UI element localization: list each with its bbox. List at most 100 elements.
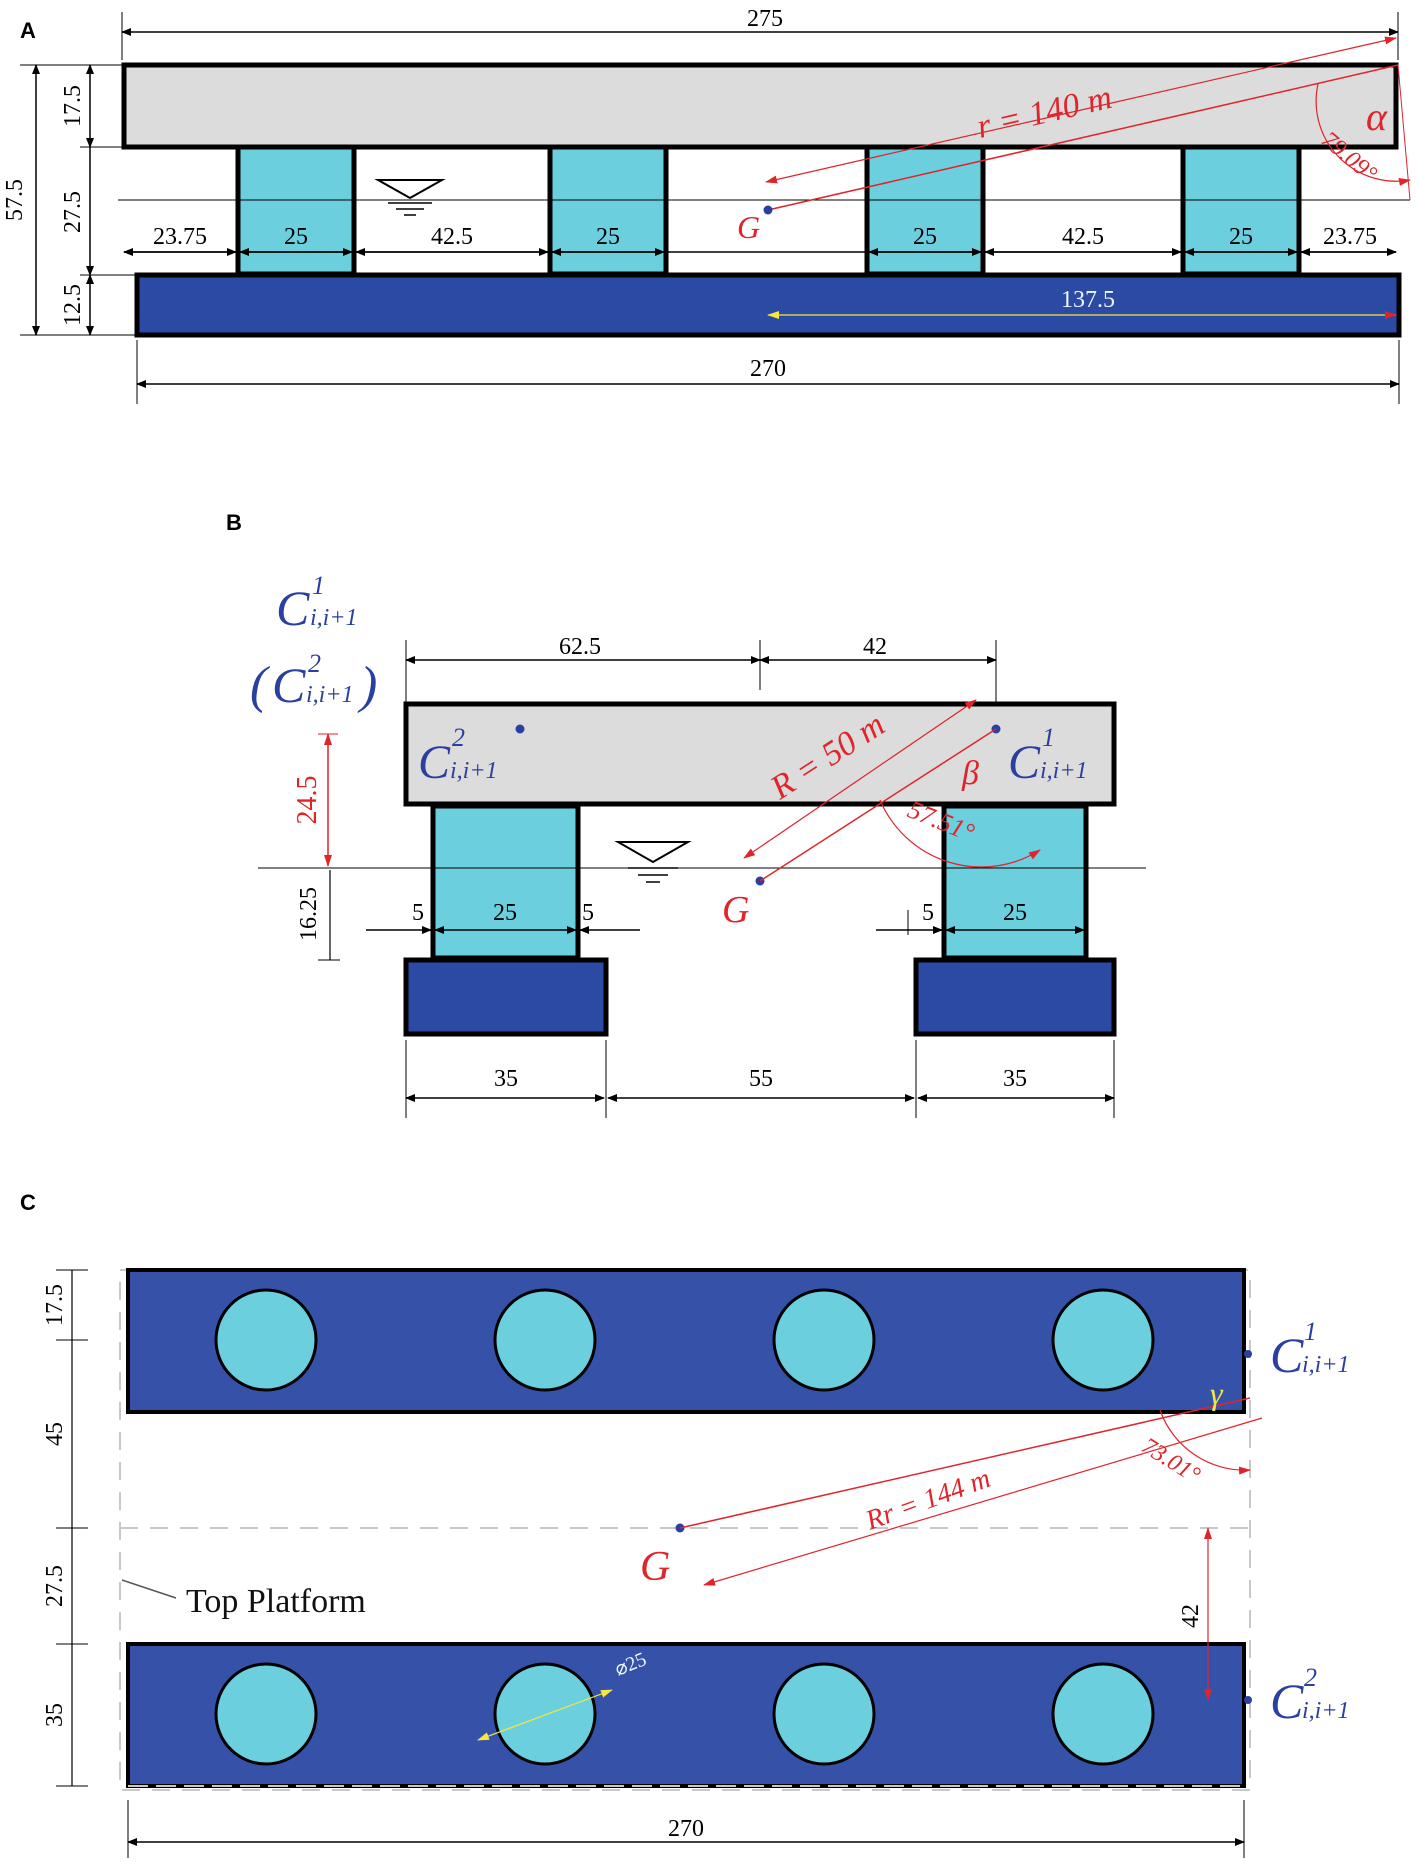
column-1 bbox=[235, 144, 357, 277]
deck bbox=[121, 62, 1399, 150]
dim-b-bottom-right: 35 bbox=[1003, 1066, 1027, 1092]
legend-c2-sup: 2 bbox=[308, 649, 321, 678]
dim-b-gap-r1: 5 bbox=[922, 900, 934, 926]
top-platform-leader bbox=[121, 1579, 177, 1599]
c-radius-line bbox=[679, 1397, 1251, 1529]
dim-gap-end-right: 23.75 bbox=[1323, 224, 1377, 250]
c-column bbox=[493, 1662, 597, 1766]
c-c2-sub: i,i+1 bbox=[1302, 1698, 1350, 1724]
legend-c2-sub: i,i+1 bbox=[306, 682, 354, 708]
b-c1-sup: 1 bbox=[1042, 723, 1055, 752]
dim-c-17-5: 17.5 bbox=[42, 1284, 68, 1326]
dim-c-45: 45 bbox=[42, 1422, 68, 1446]
c-c1-main: C bbox=[1270, 1327, 1304, 1383]
c-column bbox=[214, 1288, 318, 1392]
c-angle-symbol: γ bbox=[1210, 1375, 1224, 1411]
column-4 bbox=[1180, 144, 1302, 277]
top-platform-outline bbox=[119, 1269, 1251, 1791]
dim-top-width: 275 bbox=[747, 6, 783, 32]
c-column bbox=[214, 1662, 318, 1766]
dim-b-height-upper: 24.5 bbox=[292, 776, 323, 825]
c-c1-point bbox=[1244, 1350, 1252, 1358]
dim-c-42: 42 bbox=[1178, 1604, 1204, 1628]
legend-c1: C 1 i,i+1 bbox=[276, 571, 358, 636]
c-angle-arc bbox=[1159, 1409, 1251, 1475]
c-c1-sub: i,i+1 bbox=[1302, 1352, 1350, 1378]
c-c2-main: C bbox=[1270, 1673, 1304, 1729]
dim-b-col-l: 25 bbox=[493, 900, 517, 926]
b-angle-symbol: β bbox=[961, 755, 979, 792]
c-c2-point bbox=[1244, 1696, 1252, 1704]
c-column bbox=[493, 1288, 597, 1392]
legend-paren-open: ( bbox=[250, 657, 270, 714]
panel-a-label: A bbox=[20, 18, 36, 43]
water-level-icon bbox=[374, 179, 446, 216]
top-platform-label: Top Platform bbox=[186, 1583, 366, 1620]
angle-symbol: α bbox=[1366, 94, 1388, 139]
c-column bbox=[772, 1288, 876, 1392]
dim-gap-inner-left: 42.5 bbox=[431, 224, 473, 250]
panel-c-label: C bbox=[20, 1190, 36, 1215]
dim-b-bottom-mid: 55 bbox=[749, 1066, 773, 1092]
c-angle-value: 73.01° bbox=[1137, 1433, 1205, 1489]
dim-deck-thickness: 17.5 bbox=[60, 85, 86, 127]
c-radius-label: Rr = 144 m bbox=[861, 1463, 995, 1537]
dim-c-27-5: 27.5 bbox=[42, 1565, 68, 1607]
column-3 bbox=[864, 144, 986, 277]
c-column bbox=[1051, 1288, 1155, 1392]
column-2 bbox=[547, 144, 669, 277]
dim-col1: 25 bbox=[284, 224, 308, 250]
dim-col3: 25 bbox=[913, 224, 937, 250]
dim-b-top-left: 62.5 bbox=[559, 634, 601, 660]
radius-dim-line bbox=[765, 36, 1397, 184]
dim-b-bottom-left: 35 bbox=[494, 1066, 518, 1092]
b-radius-dim-line bbox=[743, 699, 977, 859]
dim-bottom-width: 270 bbox=[750, 356, 786, 382]
diameter-dim-line bbox=[477, 1689, 613, 1741]
legend-c2: ( C 2 i,i+1 ) bbox=[250, 649, 377, 714]
b-c1-sub: i,i+1 bbox=[1040, 758, 1088, 784]
cg-label: G bbox=[737, 209, 760, 245]
b-water-level-icon bbox=[614, 841, 692, 883]
legend-c1-sup: 1 bbox=[312, 571, 325, 600]
c-c1-sup: 1 bbox=[1304, 1317, 1317, 1346]
c-column bbox=[772, 1662, 876, 1766]
dim-col2: 25 bbox=[596, 224, 620, 250]
dim-b-top-right: 42 bbox=[863, 634, 887, 660]
legend-c1-sub: i,i+1 bbox=[310, 605, 358, 631]
dim-column-height: 27.5 bbox=[60, 191, 86, 233]
dim-c-35: 35 bbox=[42, 1703, 68, 1727]
pontoon bbox=[134, 272, 1402, 338]
dim-b-gap-l1: 5 bbox=[412, 900, 424, 926]
dim-gap-inner-right: 42.5 bbox=[1062, 224, 1104, 250]
b-column-left bbox=[430, 803, 581, 961]
legend-c2-main: C bbox=[272, 657, 306, 713]
legend-c1-main: C bbox=[276, 580, 310, 636]
dim-b-height-lower: 16.25 bbox=[296, 887, 322, 941]
b-c1-main: C bbox=[1008, 736, 1041, 789]
c-c2-sup: 2 bbox=[1304, 1663, 1317, 1692]
b-c2-point bbox=[515, 724, 525, 734]
dim-pontoon-thickness: 12.5 bbox=[60, 284, 86, 326]
b-c2-sup: 2 bbox=[452, 723, 465, 752]
dim-b-col-r: 25 bbox=[1003, 900, 1027, 926]
c-cg-label: G bbox=[640, 1544, 670, 1590]
panel-c: C ⌀25 17.5 45 27.5 35 Top Plat bbox=[20, 1190, 1350, 1858]
dim-height-total: 57.5 bbox=[2, 179, 28, 221]
dim-half-width: 137.5 bbox=[1061, 287, 1115, 313]
panel-b: B C 1 i,i+1 ( C 2 i,i+1 ) 62.5 42 bbox=[226, 510, 1146, 1118]
legend-paren-close: ) bbox=[357, 657, 377, 714]
dim-c-width: 270 bbox=[668, 1816, 704, 1842]
b-angle-arc bbox=[879, 799, 1041, 868]
panel-b-label: B bbox=[226, 510, 242, 535]
b-c2-sub: i,i+1 bbox=[450, 758, 498, 784]
b-cg-label: G bbox=[722, 889, 749, 931]
dim-col4: 25 bbox=[1229, 224, 1253, 250]
angle-ref-line bbox=[1397, 64, 1411, 201]
angle-arc bbox=[1315, 83, 1411, 186]
dim-gap-end-left: 23.75 bbox=[153, 224, 207, 250]
b-pontoon-right bbox=[913, 957, 1117, 1037]
b-c2-main: C bbox=[418, 736, 451, 789]
b-pontoon-left bbox=[403, 957, 609, 1037]
